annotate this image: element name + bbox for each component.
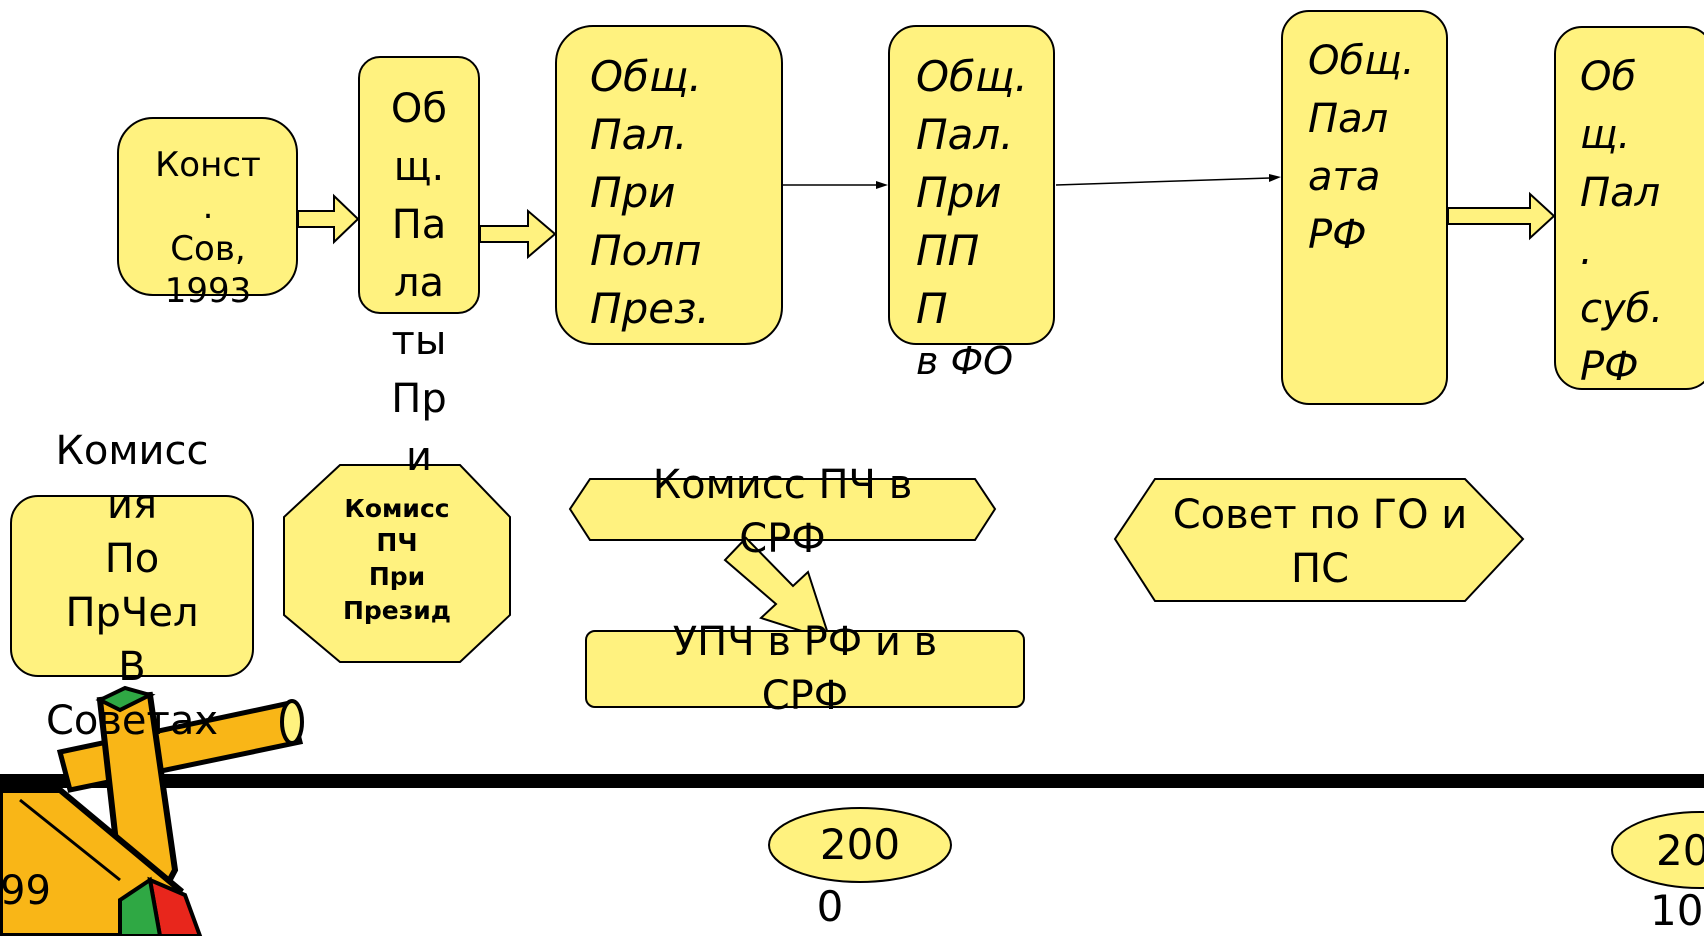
box-obsh-palata-rf — [1281, 10, 1448, 405]
text-upch: УПЧ в РФ и в СРФ — [672, 619, 938, 719]
text-obsh-pal-polpred: Общ. Пал. При Полп През. — [590, 52, 710, 333]
diagonal-block-arrow — [723, 536, 832, 642]
year-label-left: 99 — [0, 868, 51, 914]
block-arrow-2 — [479, 208, 557, 260]
text-komiss-pch-prezid: Комисс ПЧ При Презид — [342, 494, 451, 625]
text-komiss-pch-srf: Комисс ПЧ в СРФ — [652, 462, 913, 562]
timeline-bar — [0, 774, 1704, 788]
box-obsh-palaty — [358, 56, 480, 314]
year-ellipse-right — [1611, 811, 1704, 889]
year-label-mid-top: 200 — [819, 820, 901, 869]
block-arrow-1 — [297, 193, 360, 245]
box-komissiya-sov — [10, 495, 254, 677]
text-obsh-palaty: Об щ. Па ла ты Пр и — [390, 86, 448, 480]
thin-arrow-2 — [1055, 177, 1271, 186]
year-label-right-top: 20 — [1656, 826, 1704, 875]
year-label-mid-bottom: 0 — [816, 882, 844, 931]
year-label-right-bottom: 10 — [1650, 886, 1704, 935]
box-obsh-pal-sub — [1554, 26, 1704, 390]
thin-arrow-1-head — [876, 181, 888, 189]
pencil-icon — [0, 685, 304, 936]
text-obsh-pal-ppp-suffix: в ФО — [916, 339, 1014, 383]
year-ellipse-mid — [768, 807, 952, 883]
text-obsh-pal-sub: Об щ. Пал . суб. РФ — [1580, 54, 1664, 390]
text-obsh-palata-rf: Общ. Пал ата РФ — [1308, 38, 1415, 258]
octagon-shape — [283, 464, 511, 663]
box-upch — [585, 630, 1025, 708]
block-arrow-3 — [1447, 191, 1556, 241]
text-obsh-pal-ppp: Общ. Пал. При ПП П — [916, 52, 1028, 333]
thin-arrow-2-head — [1269, 174, 1281, 182]
hexagon-sovet-go — [1113, 478, 1525, 602]
text-komissiya-sov: Комисс ия По ПрЧел В Советах — [45, 428, 219, 744]
text-sovet-go-ps: Совет по ГО и ПС — [1172, 492, 1468, 592]
box-konst-sov — [117, 117, 298, 296]
box-obsh-pal-ppp — [888, 25, 1055, 345]
hexagon-komiss-srf — [568, 478, 997, 541]
box-obsh-pal-polpred — [555, 25, 783, 345]
text-konst-sov: Конст . Сов, 1993 — [155, 145, 261, 311]
